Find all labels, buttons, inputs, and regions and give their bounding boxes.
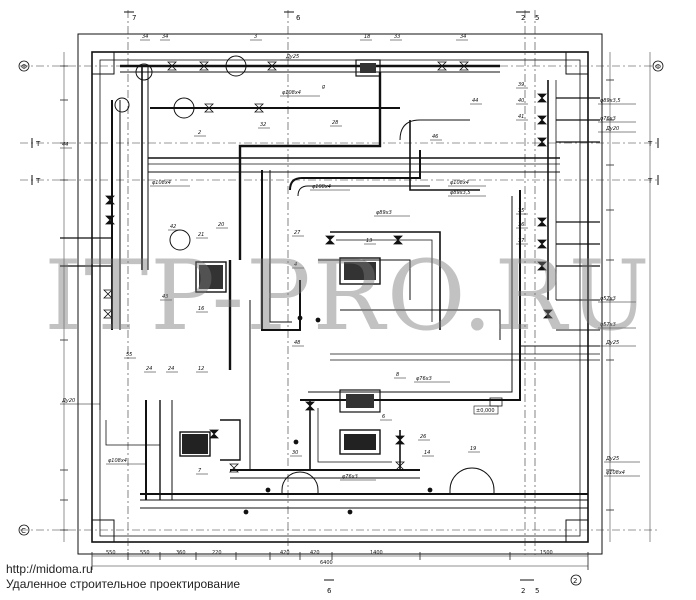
marker-label: 55 (126, 352, 132, 358)
marker-label: 35 (518, 208, 524, 214)
marker-label: 19 (470, 446, 476, 452)
marker-label: 32 (260, 122, 266, 128)
level-mark: ±0,000 (473, 405, 499, 415)
pipelines (60, 64, 600, 509)
axis-label: 6 (296, 14, 301, 22)
marker-label: 4 (294, 262, 297, 268)
columns (91, 51, 589, 543)
dim-total: 6400 (320, 560, 333, 566)
marker-label: 6 (382, 414, 385, 420)
dim-value: 420 (310, 550, 320, 556)
marker-label: 40 (518, 98, 524, 104)
marker-label: 28 (332, 120, 338, 126)
axis-label: Т (35, 177, 41, 185)
marker-label: 13 (366, 238, 372, 244)
marker-label: 36 (518, 222, 524, 228)
marker-label: 27 (294, 230, 301, 236)
marker-label: 12 (198, 366, 204, 372)
marker-label: 2 (198, 130, 201, 136)
axis-label: 5 (535, 587, 539, 595)
pipe-label: Ду20 (605, 126, 619, 132)
marker-label: 20 (218, 222, 224, 228)
pipe-label: Ду25 (605, 456, 619, 462)
marker-label: 8 (396, 372, 399, 378)
dim-value: 550 (140, 550, 150, 556)
pipe-label: φ108x4 (606, 470, 625, 476)
axis-label: Т (35, 140, 41, 148)
axis-label: Ф (655, 63, 661, 71)
pipe-label: φ108x4 (450, 180, 469, 186)
marker-label: 46 (432, 134, 438, 140)
pipe-spec-labels: Ду25 φ108x4 φ108x4 φ108x4 φ108x4 φ89x3,5… (60, 54, 640, 481)
marker-label: 43 (162, 294, 168, 300)
dimensions (60, 52, 651, 570)
marker-label: 26 (420, 434, 426, 440)
marker-label: 16 (198, 306, 204, 312)
marker-label: 48 (294, 340, 300, 346)
level-mark-text: ±0,000 (476, 408, 495, 414)
axis-label: 7 (132, 14, 136, 22)
dim-value: 1400 (370, 550, 383, 556)
marker-label: 30 (292, 450, 298, 456)
axis-label: 6 (327, 587, 332, 595)
dim-value: 550 (106, 550, 116, 556)
pipe-label: g (322, 84, 325, 90)
position-markers: 34 34 3 18 33 34 2 32 28 44 46 44 42 39 … (60, 34, 528, 475)
pipe-label: φ108x4 (282, 90, 301, 96)
bottom-dimension-values: 550 550 360 220 420 420 1400 1500 6400 (106, 550, 553, 566)
marker-label: 34 (142, 34, 148, 40)
dim-value: 420 (280, 550, 290, 556)
pipe-label: φ108x4 (152, 180, 171, 186)
marker-label: 24 (146, 366, 152, 372)
equipment (114, 55, 503, 495)
valves (103, 61, 553, 515)
marker-label: 21 (198, 232, 204, 238)
axis-top-2: 6 (284, 11, 301, 22)
axis-top-1: 7 (124, 11, 136, 22)
marker-label: 34 (460, 34, 466, 40)
pipe-label: φ57x3 (600, 296, 616, 302)
pipe-label: φ76x3 (342, 474, 358, 480)
footer-url[interactable]: http://midoma.ru (6, 562, 93, 576)
marker-label: 3 (254, 34, 257, 40)
pipe-label: φ89x3 (376, 210, 392, 216)
marker-label: 18 (364, 34, 370, 40)
axis-label: 5 (535, 14, 539, 22)
pipe-label: φ76x3 (416, 376, 432, 382)
pipe-label: φ76x3 (600, 116, 616, 122)
frame (77, 33, 603, 555)
marker-label: 37 (518, 238, 525, 244)
marker-label: 42 (170, 224, 176, 230)
pipe-label: Ду25 (605, 340, 619, 346)
marker-label: 33 (394, 34, 400, 40)
pipe-label: φ89x3,5 (450, 190, 471, 196)
axis-label: Ф (21, 63, 27, 71)
axis-label: 2 (521, 587, 525, 595)
pipe-label: Ду20 (61, 398, 75, 404)
pipe-label: Ду25 (285, 54, 299, 60)
marker-label: 44 (62, 142, 68, 148)
marker-label: 14 (424, 450, 430, 456)
marker-label: 24 (168, 366, 174, 372)
axis-label: 2 (573, 577, 577, 585)
marker-label: 34 (162, 34, 168, 40)
marker-label: 7 (198, 468, 202, 474)
dim-value: 220 (212, 550, 222, 556)
pipe-label: φ89x3,5 (600, 98, 621, 104)
pipe-label: φ108x4 (108, 458, 127, 464)
axis-label: С (21, 527, 26, 535)
pipe-label: φ57x3 (600, 322, 616, 328)
dim-value: 1500 (540, 550, 553, 556)
dim-value: 360 (176, 550, 186, 556)
marker-label: 39 (518, 82, 524, 88)
footer-subtitle: Удаленное строительное проектирование (6, 577, 241, 591)
marker-label: 44 (472, 98, 478, 104)
axis-label: 2 (521, 14, 525, 22)
pipe-label: φ108x4 (312, 184, 331, 190)
marker-label: 41 (518, 114, 524, 120)
